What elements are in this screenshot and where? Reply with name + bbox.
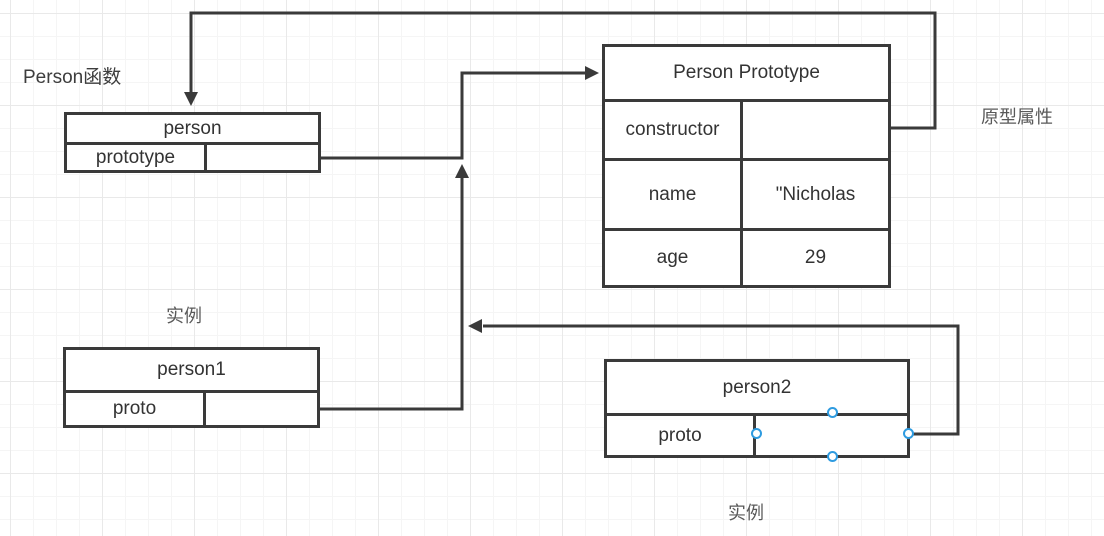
person2-node[interactable]: person2 proto — [604, 359, 910, 458]
person-function-label[interactable]: Person函数 — [23, 67, 122, 88]
arrowhead-left-person2 — [468, 319, 482, 333]
arrowhead-right-into-table — [585, 66, 599, 80]
person2-proto-value-cell[interactable] — [756, 416, 907, 455]
table-row-constructor[interactable]: constructor — [605, 102, 888, 161]
person1-proto-key-cell[interactable]: proto — [66, 393, 206, 425]
connector-prototype-to-table[interactable] — [321, 71, 586, 160]
age-value-cell[interactable]: 29 — [804, 247, 827, 268]
person-node-title: person — [67, 115, 318, 145]
person2-proto-key-cell[interactable]: proto — [607, 416, 756, 455]
person2-node-title: person2 — [607, 362, 907, 416]
selection-handle-left[interactable] — [751, 428, 762, 439]
person-node[interactable]: person prototype — [64, 112, 321, 173]
arrowhead-up-person1 — [455, 164, 469, 178]
connector-person1-proto[interactable] — [320, 178, 464, 411]
instance-top-label[interactable]: 实例 — [166, 306, 202, 326]
arrowhead-down-into-person — [184, 92, 198, 106]
name-value-cell[interactable]: "Nicholas — [775, 183, 856, 205]
person1-node-title: person1 — [66, 350, 317, 393]
constructor-key-cell[interactable]: constructor — [605, 102, 743, 158]
person-prototype-value-cell[interactable] — [207, 145, 318, 170]
person1-node[interactable]: person1 proto — [63, 347, 320, 428]
name-key-cell[interactable]: name — [605, 161, 743, 228]
instance-bottom-label[interactable]: 实例 — [728, 503, 764, 523]
selection-handle-right[interactable] — [903, 428, 914, 439]
selection-handle-bottom[interactable] — [827, 451, 838, 462]
person1-proto-value-cell[interactable] — [206, 393, 317, 425]
connector-person2-proto[interactable] — [483, 324, 960, 436]
person-prototype-key-cell[interactable]: prototype — [67, 145, 207, 170]
age-key-cell[interactable]: age — [605, 231, 743, 285]
connector-constructor-to-person[interactable] — [189, 11, 937, 130]
prototype-attribute-label[interactable]: 原型属性 — [981, 107, 1053, 127]
selection-handle-top[interactable] — [827, 407, 838, 418]
person-prototype-node[interactable]: Person Prototype constructor name "Nicho… — [602, 44, 891, 288]
constructor-value-cell[interactable] — [743, 102, 888, 158]
table-row-name[interactable]: name "Nicholas — [605, 161, 888, 231]
table-row-age[interactable]: age 29 — [605, 231, 888, 285]
person-prototype-title: Person Prototype — [605, 47, 888, 102]
